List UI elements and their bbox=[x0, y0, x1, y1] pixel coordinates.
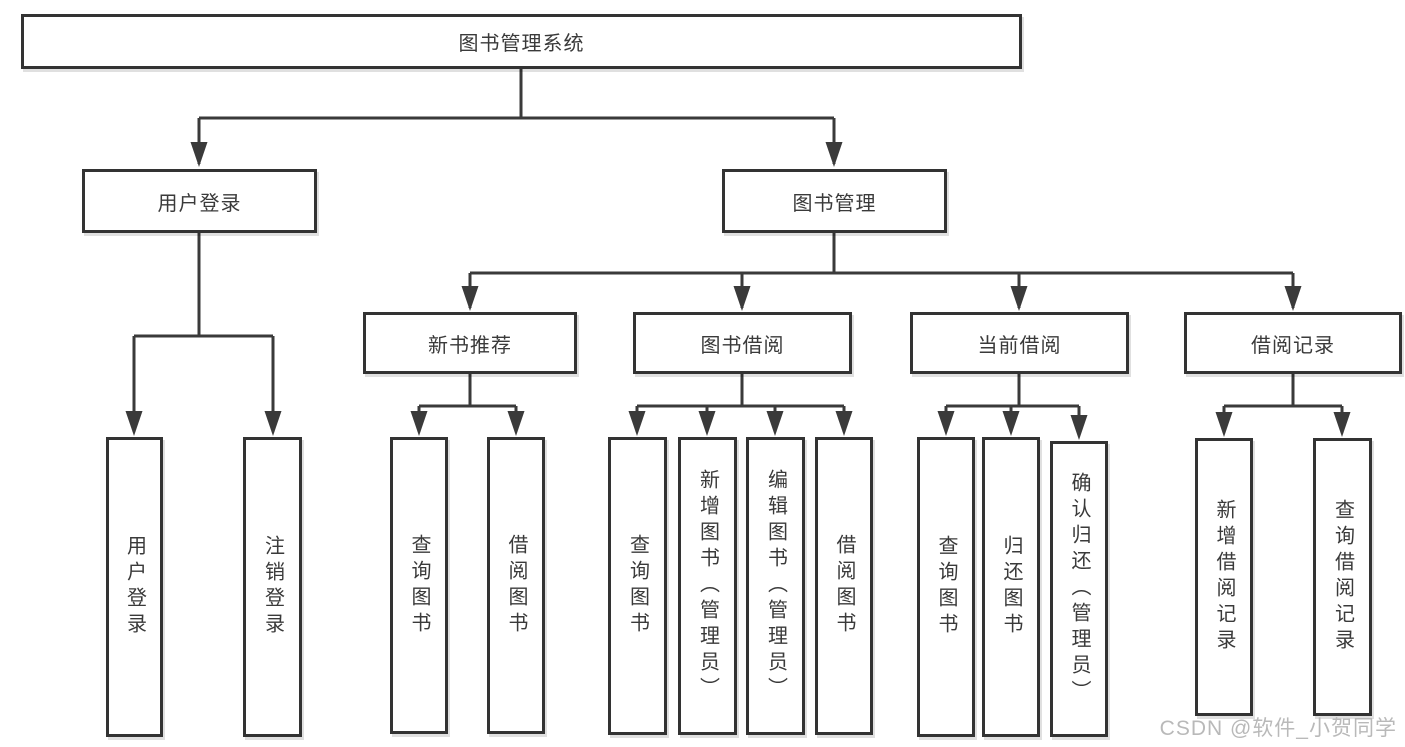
node-book-management: 图书管理 bbox=[722, 169, 947, 233]
arrowhead bbox=[937, 411, 955, 436]
leaf-user-login: 用户登录 bbox=[106, 437, 163, 737]
arrowhead bbox=[1284, 286, 1302, 311]
arrowhead bbox=[825, 142, 843, 167]
leaf-add-books-admin: 新增图书（管理员） bbox=[678, 437, 737, 735]
arrowhead bbox=[125, 411, 143, 436]
leaf-borrow-books-borrowing: 借阅图书 bbox=[815, 437, 873, 735]
arrowhead bbox=[1002, 411, 1020, 436]
arrowhead bbox=[461, 286, 479, 311]
connector-book-borrowing-to-leaves bbox=[635, 374, 846, 432]
leaf-return-books: 归还图书 bbox=[982, 437, 1040, 737]
watermark: CSDN @软件_小贺同学 bbox=[1159, 717, 1397, 740]
arrowhead bbox=[766, 411, 784, 436]
arrowhead bbox=[190, 142, 208, 167]
arrowhead bbox=[733, 286, 751, 311]
leaf-query-books-current: 查询图书 bbox=[917, 437, 975, 737]
node-user-login: 用户登录 bbox=[82, 169, 317, 233]
connector-user-login-to-leaves bbox=[132, 233, 275, 432]
arrowhead bbox=[628, 411, 646, 436]
leaf-query-books-recommendation: 查询图书 bbox=[390, 437, 448, 734]
arrowhead bbox=[410, 411, 428, 436]
arrowhead bbox=[1215, 412, 1233, 437]
node-current-borrowing: 当前借阅 bbox=[910, 312, 1129, 374]
arrowhead bbox=[1070, 415, 1088, 440]
node-new-book-recommendation: 新书推荐 bbox=[363, 312, 577, 374]
leaf-logout: 注销登录 bbox=[243, 437, 302, 737]
arrowhead bbox=[264, 411, 282, 436]
leaf-query-borrow-record: 查询借阅记录 bbox=[1313, 438, 1372, 716]
connector-root-to-level2 bbox=[197, 69, 836, 164]
node-book-borrowing: 图书借阅 bbox=[633, 312, 852, 374]
leaf-confirm-return-admin: 确认归还（管理员） bbox=[1050, 441, 1108, 737]
leaf-add-borrow-record: 新增借阅记录 bbox=[1195, 438, 1253, 716]
node-library-management-system: 图书管理系统 bbox=[21, 14, 1022, 69]
arrowhead bbox=[507, 411, 525, 436]
connector-borrowing-records-to-leaves bbox=[1222, 374, 1344, 433]
arrowhead bbox=[1010, 286, 1028, 311]
arrowhead bbox=[835, 411, 853, 436]
connector-new-book-rec-to-leaves bbox=[417, 374, 518, 432]
leaf-query-books-borrowing: 查询图书 bbox=[608, 437, 667, 735]
leaf-borrow-books-recommendation: 借阅图书 bbox=[487, 437, 545, 734]
node-borrowing-records: 借阅记录 bbox=[1184, 312, 1402, 374]
connector-book-mgmt-to-level3 bbox=[468, 233, 1295, 308]
arrowhead bbox=[1333, 412, 1351, 437]
leaf-edit-books-admin: 编辑图书（管理员） bbox=[746, 437, 805, 735]
arrowhead bbox=[698, 411, 716, 436]
